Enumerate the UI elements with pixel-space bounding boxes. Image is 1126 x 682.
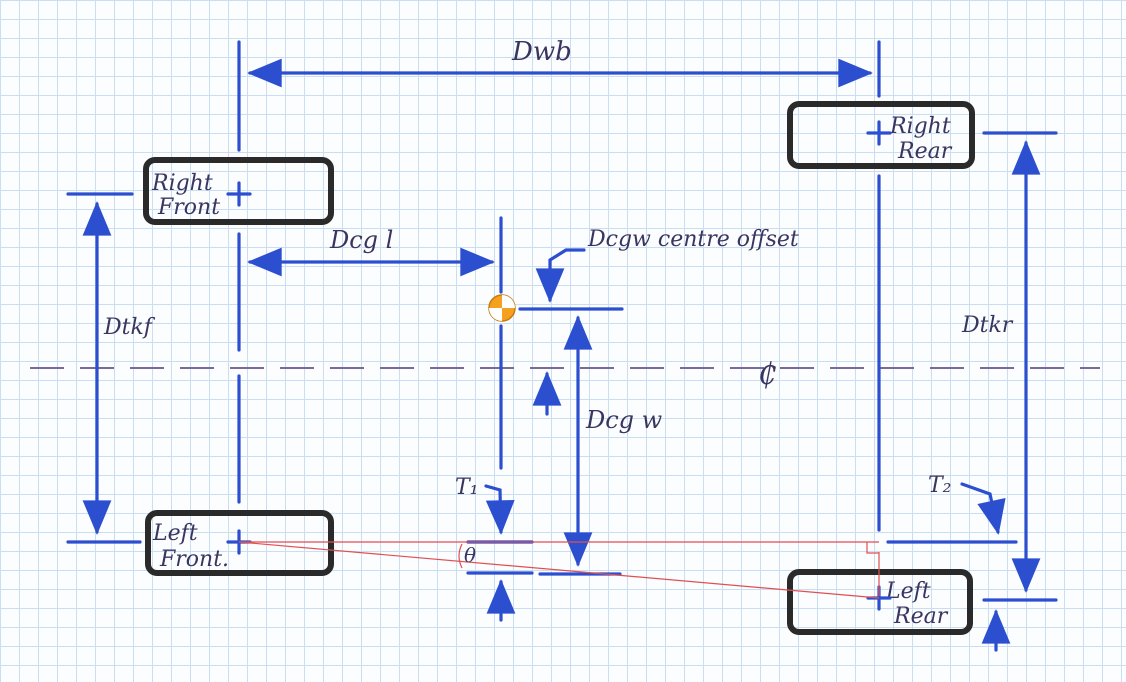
centreline-symbol: ₵ — [758, 357, 777, 392]
wheelbase-label: Dwb — [511, 37, 572, 67]
right-rear-label-2: Rear — [897, 139, 953, 164]
left-front-wheel: Left Front. — [145, 510, 334, 576]
t2-leader — [960, 482, 1006, 535]
right-front-label-1: Right — [151, 171, 213, 196]
dcgw-offset-label: Dcgw centre offset — [587, 227, 799, 252]
dcgw-offset-leader-top — [535, 248, 586, 303]
dcgl-label: Dcg l — [329, 226, 393, 254]
dtkr-label: Dtkr — [961, 313, 1014, 338]
dtkf-label: Dtkf — [103, 315, 156, 340]
angle-arc — [458, 543, 463, 569]
right-front-label-2: Front — [157, 195, 220, 220]
centre-of-gravity-icon — [488, 294, 516, 322]
left-front-label-1: Left — [152, 521, 198, 546]
t1-label: T₁ — [455, 475, 479, 500]
t1-leader — [484, 484, 515, 535]
right-angle-mark — [866, 542, 879, 554]
right-rear-label-1: Right — [889, 114, 951, 139]
right-front-wheel: Right Front — [143, 157, 334, 225]
angle-line — [238, 541, 880, 599]
left-rear-wheel: Left Rear — [787, 569, 973, 635]
t2-label: T₂ — [928, 473, 952, 498]
left-rear-label-1: Left — [885, 579, 931, 604]
left-front-label-2: Front. — [159, 547, 229, 572]
left-rear-label-2: Rear — [893, 604, 949, 629]
right-rear-wheel: Right Rear — [787, 101, 975, 169]
theta-label: θ — [464, 543, 476, 567]
dcgw-label: Dcg w — [585, 406, 663, 434]
